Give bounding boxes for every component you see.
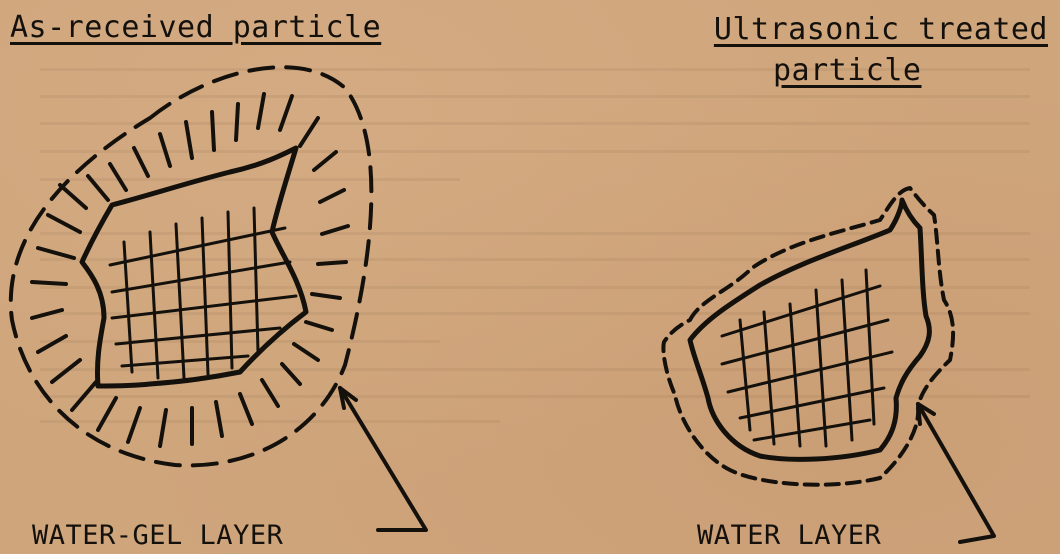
left-water-gel-hatching [32, 94, 348, 446]
left-particle-outline [82, 148, 306, 386]
water-gel-layer-label: WATER-GEL LAYER [32, 520, 283, 551]
left-caption-arrow [340, 388, 426, 530]
right-particle-grid [722, 270, 892, 446]
left-particle-grid [110, 208, 296, 378]
left-outer-dashed-boundary [11, 67, 372, 465]
right-outer-dashed-boundary [663, 188, 953, 485]
right-caption-arrow [918, 404, 994, 542]
water-layer-label: WATER LAYER [697, 520, 881, 551]
